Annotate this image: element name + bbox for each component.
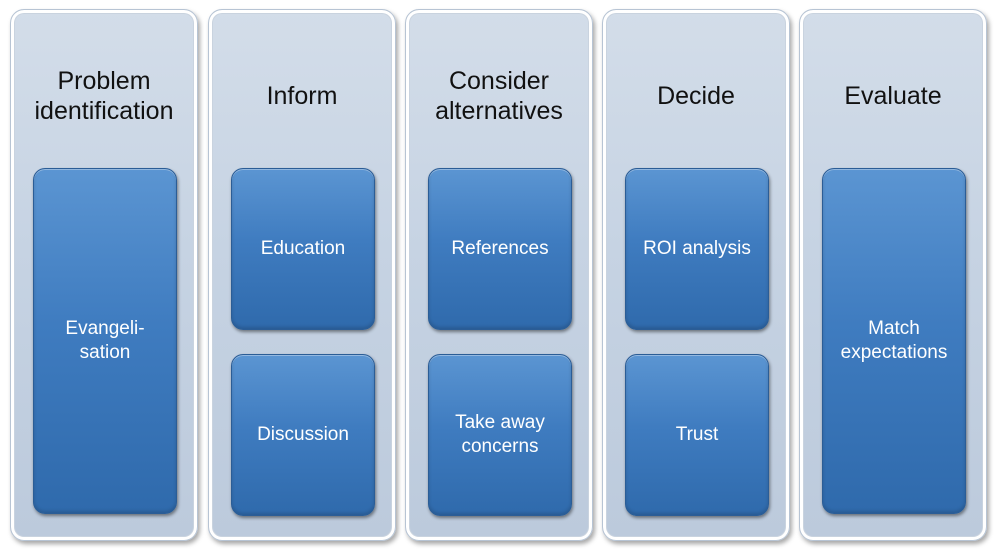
step-box: Take away concerns [428, 354, 572, 516]
column-consider-alternatives: Consider alternatives References Take aw… [405, 9, 593, 541]
column-title: Evaluate [844, 82, 942, 110]
step-box: Evangeli- sation [33, 168, 177, 514]
column-inform: Inform Education Discussion [208, 9, 396, 541]
step-label: Match expectations [840, 318, 948, 363]
column-title: Problem identification [34, 67, 174, 125]
column-title: Inform [266, 82, 338, 110]
step-box: Trust [625, 354, 769, 516]
column-evaluate: Evaluate Match expectations [799, 9, 987, 541]
step-label: Discussion [257, 424, 349, 445]
step-label: Evangeli- sation [65, 318, 145, 363]
step-label: Trust [675, 424, 719, 445]
column-decide: Decide ROI analysis Trust [602, 9, 790, 541]
column-problem-identification: Problem identification Evangeli- sation [10, 9, 198, 541]
step-label: Education [260, 238, 346, 259]
step-label: Take away concerns [455, 412, 545, 457]
step-box: Education [231, 168, 375, 330]
step-box: References [428, 168, 572, 330]
step-label: References [451, 238, 549, 259]
step-box: Discussion [231, 354, 375, 516]
column-title: Decide [657, 82, 735, 110]
step-box: ROI analysis [625, 168, 769, 330]
step-box: Match expectations [822, 168, 966, 514]
column-title: Consider alternatives [435, 67, 563, 125]
step-label: ROI analysis [643, 238, 751, 259]
